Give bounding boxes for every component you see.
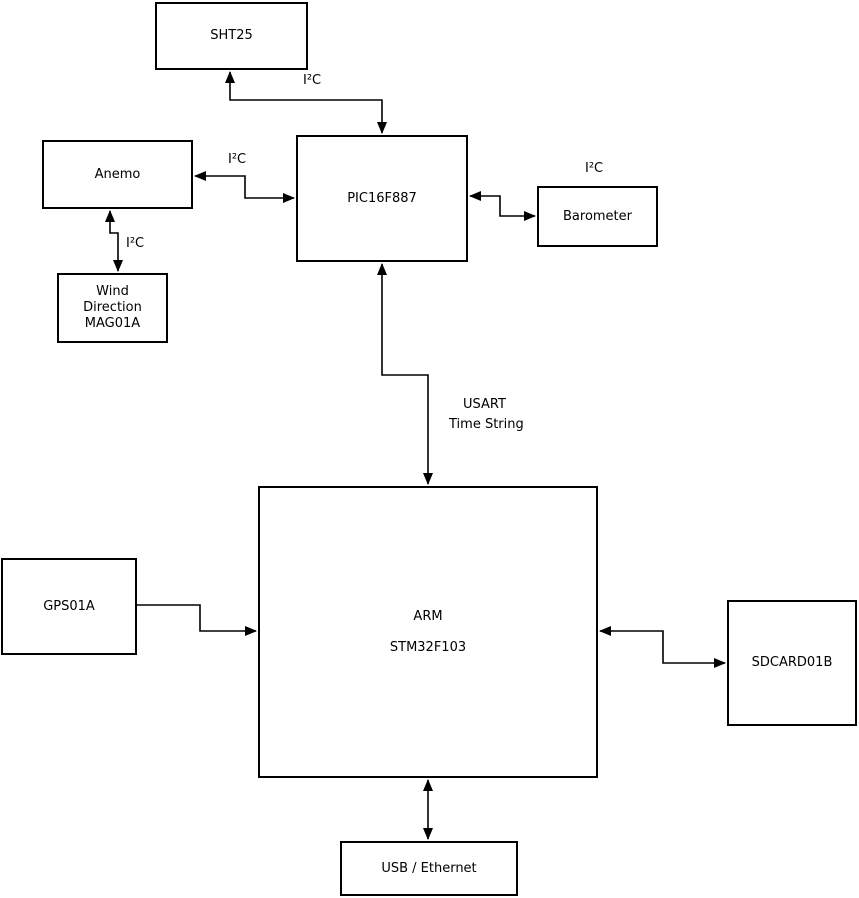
node-wind-direction: Wind Direction MAG01A	[57, 273, 168, 343]
node-gps01a-label: GPS01A	[43, 598, 95, 614]
node-sht25: SHT25	[155, 2, 308, 70]
edge-label-pic-arm-time-string: Time String	[449, 417, 524, 432]
edge-gps-arm	[137, 604, 257, 636]
edge-anemo-pic	[194, 171, 295, 203]
edge-anemo-wind-direction	[105, 210, 123, 272]
edge-arm-sdcard	[599, 626, 726, 668]
node-barometer-label: Barometer	[563, 208, 632, 224]
node-wind-direction-label-line3: MAG01A	[84, 316, 141, 331]
node-wind-direction-label-line1: Wind	[96, 284, 129, 299]
node-wind-direction-label-line2: Direction	[83, 300, 142, 315]
node-arm: ARM STM32F103	[258, 486, 598, 778]
node-sht25-label: SHT25	[210, 28, 253, 43]
node-pic16f887-label: PIC16F887	[347, 190, 417, 206]
edge-label-anemo-wind-i2c: I²C	[126, 236, 145, 251]
node-arm-label-line1: ARM	[413, 608, 443, 624]
node-gps01a: GPS01A	[1, 558, 137, 655]
edge-label-pic-barometer-i2c: I²C	[585, 161, 604, 176]
edge-pic-arm	[377, 263, 433, 485]
node-barometer: Barometer	[537, 186, 658, 247]
edge-label-anemo-pic-i2c: I²C	[228, 152, 247, 167]
node-usb-ethernet: USB / Ethernet	[340, 841, 518, 896]
node-pic16f887: PIC16F887	[296, 135, 468, 262]
node-arm-label-line2: STM32F103	[389, 639, 467, 655]
edge-pic-barometer	[469, 191, 536, 221]
node-anemo: Anemo	[42, 140, 193, 209]
node-usb-ethernet-label: USB / Ethernet	[381, 860, 477, 876]
node-sdcard01b: SDCARD01B	[727, 600, 857, 726]
node-sdcard01b-label: SDCARD01B	[751, 655, 833, 670]
node-anemo-label: Anemo	[94, 166, 141, 182]
edge-label-pic-arm-usart: USART	[463, 397, 506, 412]
edge-label-sht25-pic-i2c: I²C	[303, 73, 322, 88]
edge-sht25-pic	[225, 71, 387, 134]
